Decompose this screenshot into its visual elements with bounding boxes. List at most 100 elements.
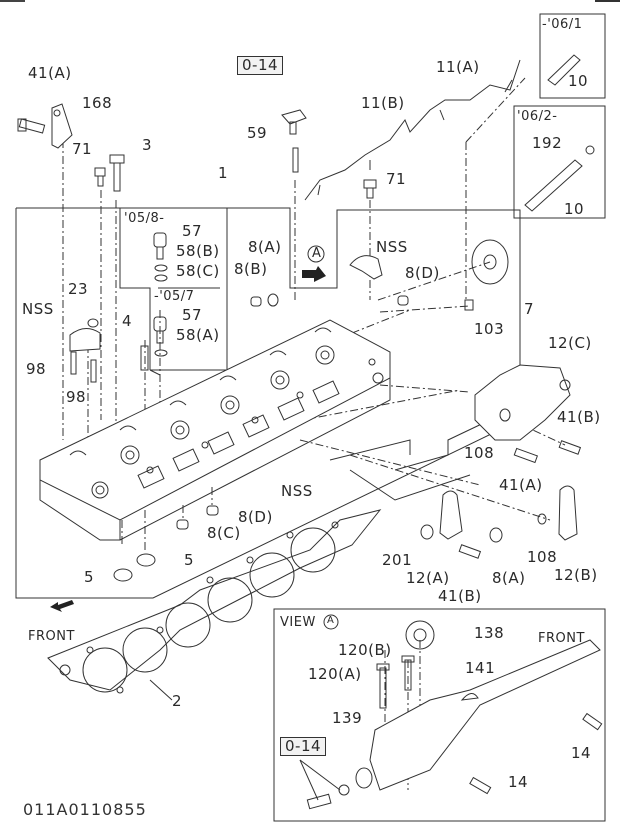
part-seal-7 <box>472 240 508 284</box>
inset-0602-callout-10: 10 <box>564 200 585 218</box>
callout-8a-top: 8(A) <box>248 238 282 256</box>
callout-2: 2 <box>172 692 183 710</box>
inset-0507-heading: -'05/7 <box>154 289 195 304</box>
view-a-callout-141: 141 <box>465 659 496 677</box>
part-bolt-41a-mid <box>514 448 537 462</box>
inset-0602-box <box>514 106 605 218</box>
callout-7: 7 <box>524 300 535 318</box>
inset-0602-callout-192: 192 <box>532 134 563 152</box>
callout-103: 103 <box>474 320 505 338</box>
part-plug-103 <box>465 300 473 310</box>
cylinder-head <box>40 320 390 540</box>
view-a-callout-0-14: 0-14 <box>280 737 327 756</box>
callout-8d-low: 8(D) <box>238 508 273 526</box>
callout-12c: 12(C) <box>548 334 592 352</box>
callout-8a-low: 8(A) <box>492 569 526 587</box>
view-a-callout-139: 139 <box>332 709 363 727</box>
part-ring-58c <box>155 275 167 281</box>
inset-0602-heading: '06/2- <box>517 109 558 124</box>
view-a-callout-138: 138 <box>474 624 505 642</box>
inset-0507-callout-57: 57 <box>182 306 203 324</box>
part-plug-8d-top <box>398 296 408 305</box>
inset-0508-callout-58c: 58(C) <box>176 262 220 280</box>
part-injector-sleeve-57-a <box>154 233 166 259</box>
view-a-artwork <box>300 621 602 809</box>
part-stud-98-a <box>71 352 76 374</box>
part-bolt-41b-low <box>459 545 480 558</box>
part-nut-23 <box>88 319 98 327</box>
part-plug-8a-top <box>268 294 278 306</box>
part-stud-98-b <box>91 360 96 382</box>
part-sleeve-201 <box>421 525 433 539</box>
view-a-heading: VIEW <box>280 615 316 630</box>
callout-4: 4 <box>122 312 133 330</box>
callout-71-left: 71 <box>72 140 93 158</box>
inset-0508-callout-58b: 58(B) <box>176 242 220 260</box>
inset-0508-callout-57: 57 <box>182 222 203 240</box>
view-a-heading-marker-circle <box>324 615 338 629</box>
callout-0-14-top: 0-14 <box>237 56 284 75</box>
callout-3: 3 <box>142 136 153 154</box>
callout-12b: 12(B) <box>554 566 598 584</box>
inset-0601-heading: -'06/1 <box>542 17 583 32</box>
callout-41b-low: 41(B) <box>438 587 482 605</box>
part-bolt-71 <box>95 168 105 186</box>
callout-11b: 11(B) <box>361 94 405 112</box>
part-harness-11 <box>305 60 520 200</box>
front-label-right: FRONT <box>538 631 585 646</box>
part-bracket-168 <box>52 104 72 148</box>
callout-5-left: 5 <box>84 568 95 586</box>
part-plate-014 <box>282 110 306 134</box>
callout-41a-mid: 41(A) <box>499 476 543 494</box>
part-pin-59 <box>293 148 298 172</box>
part-bracket-12b <box>559 486 577 540</box>
part-bolt-41a <box>18 119 45 133</box>
part-bracket-12c <box>475 365 570 440</box>
callout-41a-top: 41(A) <box>28 64 72 82</box>
callout-8b: 8(B) <box>234 260 268 278</box>
view-a-callout-14-low: 14 <box>508 773 529 791</box>
part-plug-8c <box>177 520 188 529</box>
callout-nss-block: NSS <box>281 482 313 500</box>
part-cap-nss-left <box>70 328 100 351</box>
view-a-direction-arrow-icon <box>302 266 326 282</box>
callout-108-low: 108 <box>527 548 558 566</box>
gasket-leader <box>150 680 172 700</box>
callout-168: 168 <box>82 94 113 112</box>
view-a-heading-marker: A <box>327 615 335 626</box>
cylinder-head-ports <box>138 381 339 488</box>
inset-0508-heading: '05/8- <box>124 211 165 226</box>
front-arrow-left-icon <box>50 600 74 612</box>
camshaft-journals <box>70 328 331 455</box>
head-gasket <box>48 510 380 700</box>
part-bracket-12a <box>440 491 462 539</box>
callout-nss-rocker: NSS <box>376 238 408 256</box>
cylinder-head-bores <box>92 346 383 498</box>
callout-23: 23 <box>68 280 89 298</box>
inset-0601-box <box>540 14 605 98</box>
view-a-callout-14-right: 14 <box>571 744 592 762</box>
part-bolt-41b-right <box>559 441 580 454</box>
callout-8d-top: 8(D) <box>405 264 440 282</box>
callout-8c: 8(C) <box>207 524 241 542</box>
callout-108-upper: 108 <box>464 444 495 462</box>
part-plug-8a-low <box>490 528 502 542</box>
drawing-code: 011A0110855 <box>23 800 147 819</box>
callout-59: 59 <box>247 124 268 142</box>
callout-201: 201 <box>382 551 413 569</box>
view-a-marker-circle <box>308 246 324 262</box>
part-plug-5-right <box>137 554 155 566</box>
callout-71-right: 71 <box>386 170 407 188</box>
view-a-box <box>274 609 605 821</box>
part-plug-8b <box>251 297 261 306</box>
part-bolt-71-right <box>364 180 376 198</box>
front-label-left: FRONT <box>28 629 75 644</box>
view-a-callout-120a: 120(A) <box>308 665 362 683</box>
callout-11a: 11(A) <box>436 58 480 76</box>
callout-12a: 12(A) <box>406 569 450 587</box>
callout-nss-left: NSS <box>22 300 54 318</box>
part-glow-plug-10-old <box>548 55 580 85</box>
view-a-callout-120b: 120(B) <box>338 641 392 659</box>
callout-5-right: 5 <box>184 551 195 569</box>
part-plug-5-left <box>114 569 132 581</box>
